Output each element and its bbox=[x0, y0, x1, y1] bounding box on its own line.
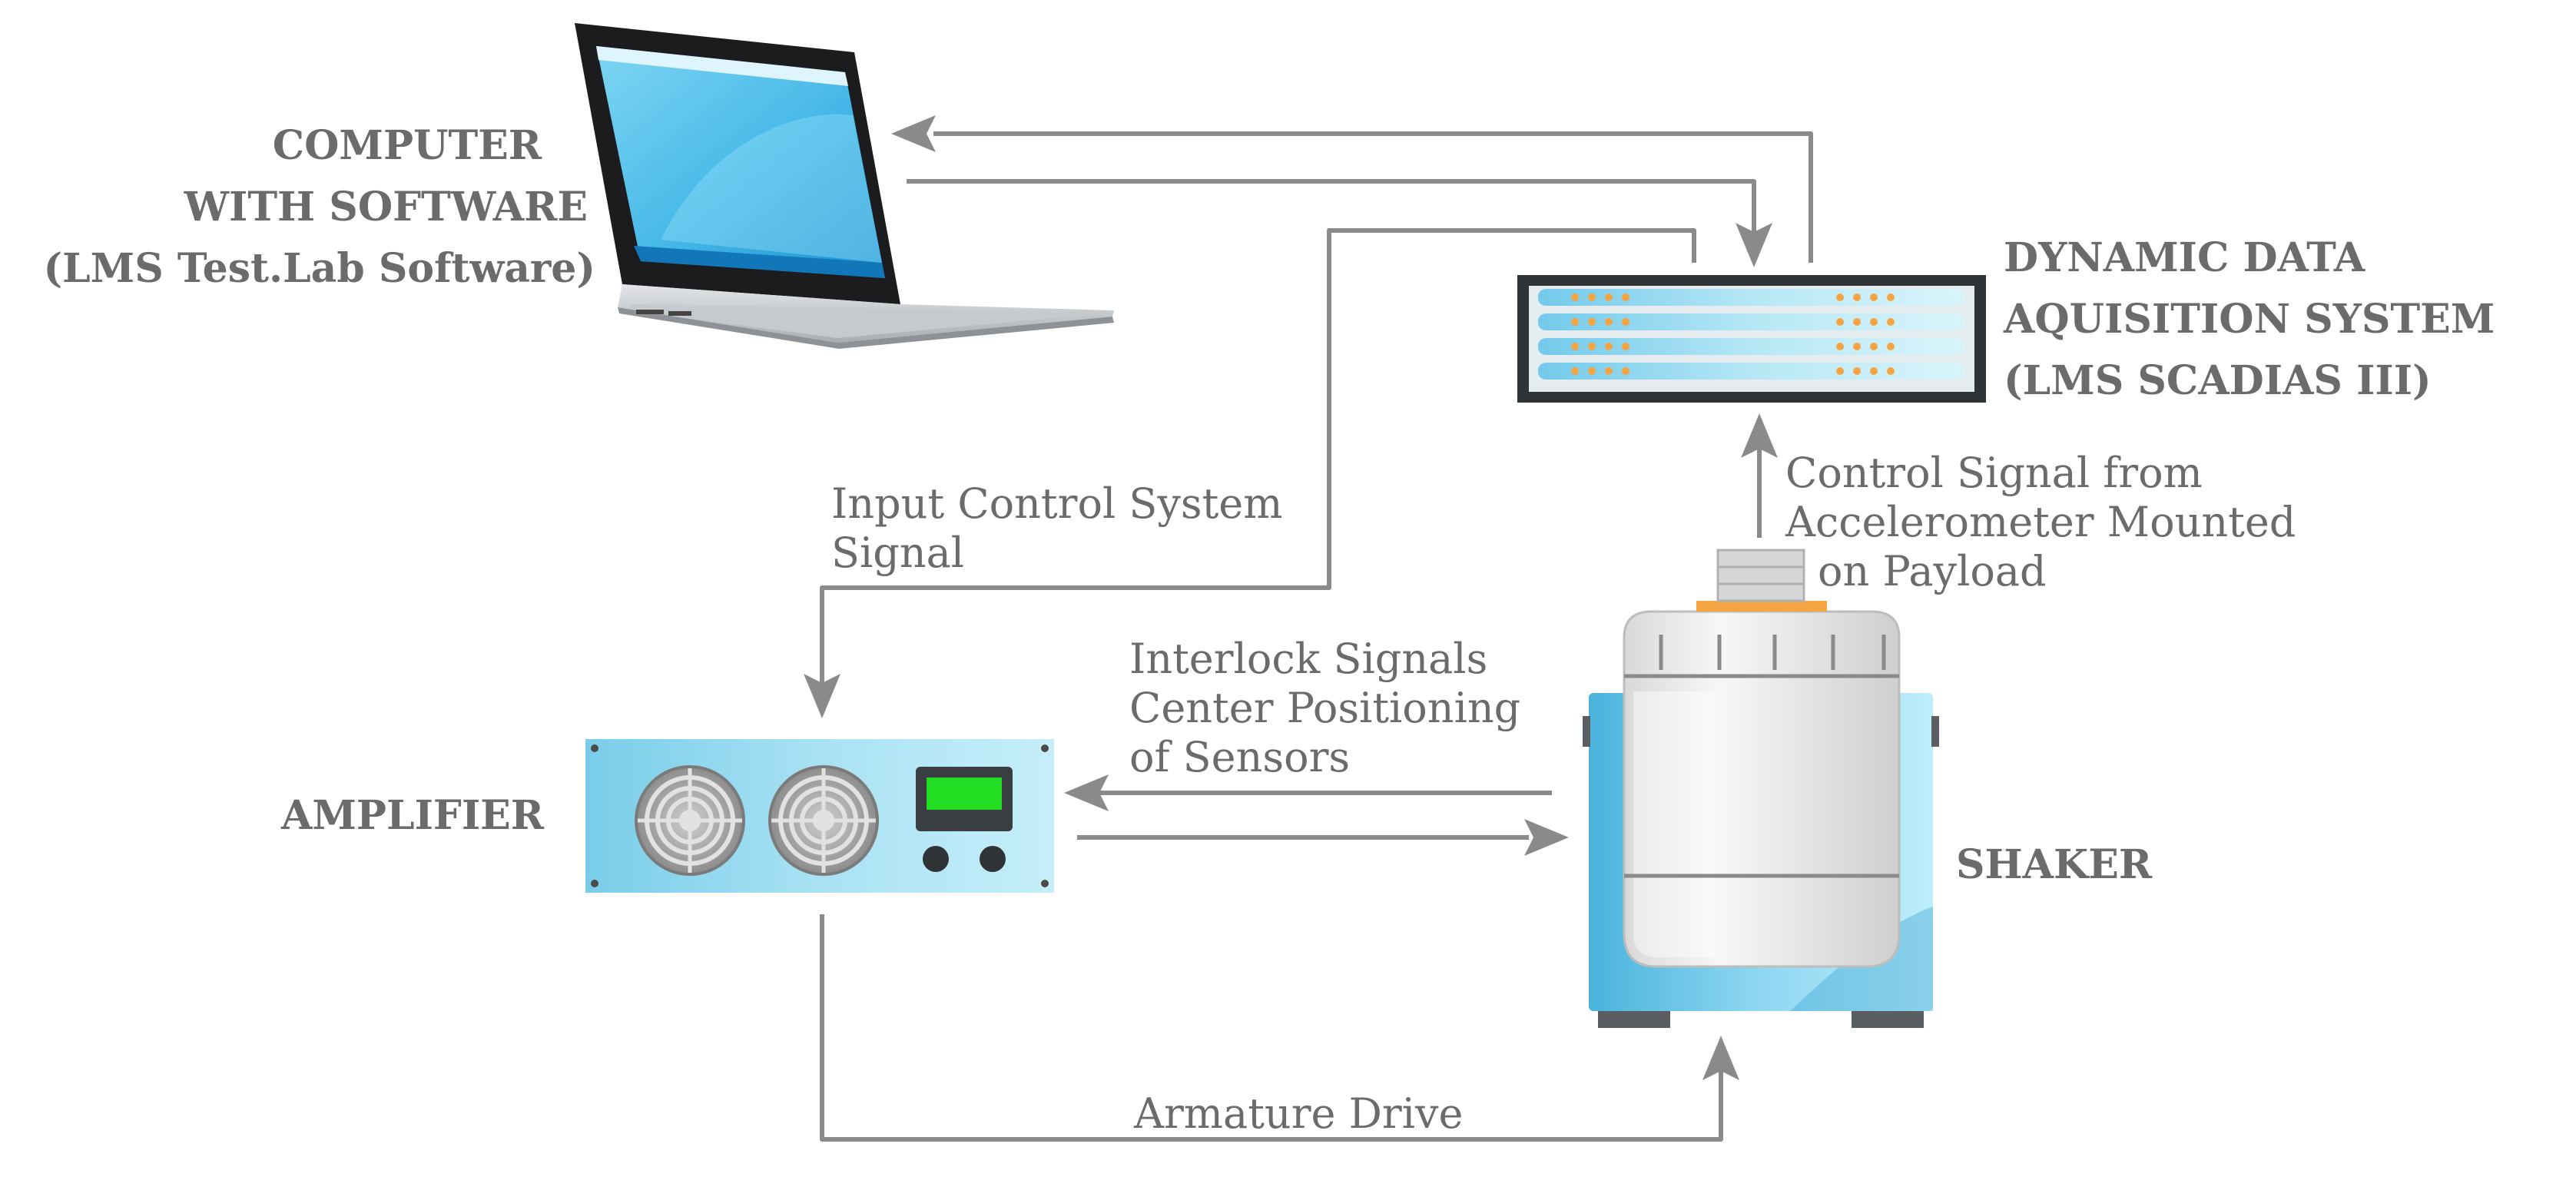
led-dot bbox=[1887, 367, 1895, 375]
shaker-icon bbox=[1583, 549, 1939, 1028]
fan-icon bbox=[635, 765, 745, 876]
shaker-label-text: SHAKER bbox=[1956, 841, 2153, 888]
led-dot bbox=[1836, 318, 1844, 326]
computer-to-daq-line bbox=[907, 179, 1756, 234]
arrowhead-to-amplifier bbox=[804, 674, 840, 718]
arrowhead-to-daq bbox=[1736, 223, 1772, 267]
laptop-icon bbox=[575, 23, 1114, 349]
arrowhead-to-computer bbox=[891, 115, 936, 152]
led-dot bbox=[1605, 343, 1613, 350]
led-dot bbox=[1588, 318, 1596, 326]
led-dot bbox=[1836, 367, 1844, 375]
armature-drive-line bbox=[820, 914, 1723, 1142]
daq-label-line: (LMS SCADIAS III) bbox=[2004, 357, 2432, 404]
arrowhead-interlock bbox=[1064, 774, 1109, 811]
led-dot bbox=[1605, 293, 1613, 301]
led-dot bbox=[1588, 367, 1596, 375]
led-dot bbox=[1887, 293, 1895, 301]
daq-to-computer-line bbox=[933, 131, 1813, 263]
led-dot bbox=[1622, 318, 1629, 326]
led-dot bbox=[1622, 293, 1629, 301]
interlock-label: Interlock Signals Center Positioning of … bbox=[1129, 635, 1520, 782]
input-signal-label: Input Control System Signal bbox=[831, 479, 1282, 578]
amplifier-icon bbox=[585, 739, 1054, 893]
payload-plate bbox=[1696, 601, 1827, 612]
input-control-line bbox=[820, 228, 1696, 688]
led-dot bbox=[1853, 318, 1861, 326]
computer-label-line: COMPUTER bbox=[272, 122, 542, 169]
input-signal-label-line: Input Control System bbox=[831, 479, 1283, 528]
arrowhead-armature bbox=[1702, 1036, 1739, 1080]
interlock-label-line: Center Positioning bbox=[1129, 684, 1521, 732]
daq-leds bbox=[1571, 293, 1895, 375]
led-dot bbox=[1605, 367, 1613, 375]
daq-icon bbox=[1517, 275, 1986, 403]
control-signal-label-line: Control Signal from bbox=[1785, 449, 2203, 497]
led-dot bbox=[1571, 367, 1579, 375]
led-dot bbox=[1605, 318, 1613, 326]
armature-drive-label-text: Armature Drive bbox=[1134, 1089, 1464, 1138]
computer-label-line: (LMS Test.Lab Software) bbox=[43, 245, 595, 292]
armature-drive-label: Armature Drive bbox=[1134, 1089, 1463, 1139]
arrowhead-to-shaker bbox=[1524, 819, 1569, 856]
led-dot bbox=[1853, 343, 1861, 350]
fan-icon bbox=[768, 765, 879, 876]
control-signal-label: Control Signal from Accelerometer Mounte… bbox=[1785, 449, 2296, 596]
led-dot bbox=[1836, 343, 1844, 350]
led-dot bbox=[1588, 343, 1596, 350]
led-dot bbox=[1887, 343, 1895, 350]
led-dot bbox=[1571, 293, 1579, 301]
led-dot bbox=[1853, 293, 1861, 301]
amplifier-label: AMPLIFIER bbox=[281, 785, 544, 847]
led-dot bbox=[1622, 343, 1629, 350]
computer-label-line: WITH SOFTWARE bbox=[184, 184, 588, 230]
daq-label-line: DYNAMIC DATA bbox=[2004, 234, 2365, 281]
led-dot bbox=[1588, 293, 1596, 301]
computer-label: COMPUTER WITH SOFTWARE (LMS Test.Lab Sof… bbox=[44, 115, 595, 300]
knob-icon bbox=[980, 846, 1006, 872]
led-dot bbox=[1887, 318, 1895, 326]
arrowheads bbox=[804, 115, 1778, 1080]
arrowhead-accelerometer bbox=[1741, 413, 1778, 458]
daq-label-line: AQUISITION SYSTEM bbox=[2004, 296, 2495, 343]
led-dot bbox=[1853, 367, 1861, 375]
led-dot bbox=[1870, 343, 1878, 350]
shaker-label: SHAKER bbox=[1956, 834, 2152, 896]
input-signal-label-line: Signal bbox=[831, 529, 965, 577]
led-dot bbox=[1870, 318, 1878, 326]
led-dot bbox=[1571, 343, 1579, 350]
led-dot bbox=[1870, 293, 1878, 301]
connectors bbox=[820, 131, 1813, 1142]
led-dot bbox=[1622, 367, 1629, 375]
control-signal-label-line: on Payload bbox=[1818, 547, 2047, 595]
control-signal-label-line: Accelerometer Mounted bbox=[1785, 498, 2296, 546]
amplifier-label-text: AMPLIFIER bbox=[281, 792, 544, 839]
knob-icon bbox=[923, 846, 949, 872]
interlock-label-line: Interlock Signals bbox=[1129, 635, 1488, 683]
led-dot bbox=[1836, 293, 1844, 301]
interlock-label-line: of Sensors bbox=[1129, 733, 1351, 781]
led-dot bbox=[1571, 318, 1579, 326]
led-dot bbox=[1870, 367, 1878, 375]
daq-label: DYNAMIC DATA AQUISITION SYSTEM (LMS SCAD… bbox=[2004, 227, 2495, 412]
accelerometer-icon bbox=[1716, 549, 1805, 602]
